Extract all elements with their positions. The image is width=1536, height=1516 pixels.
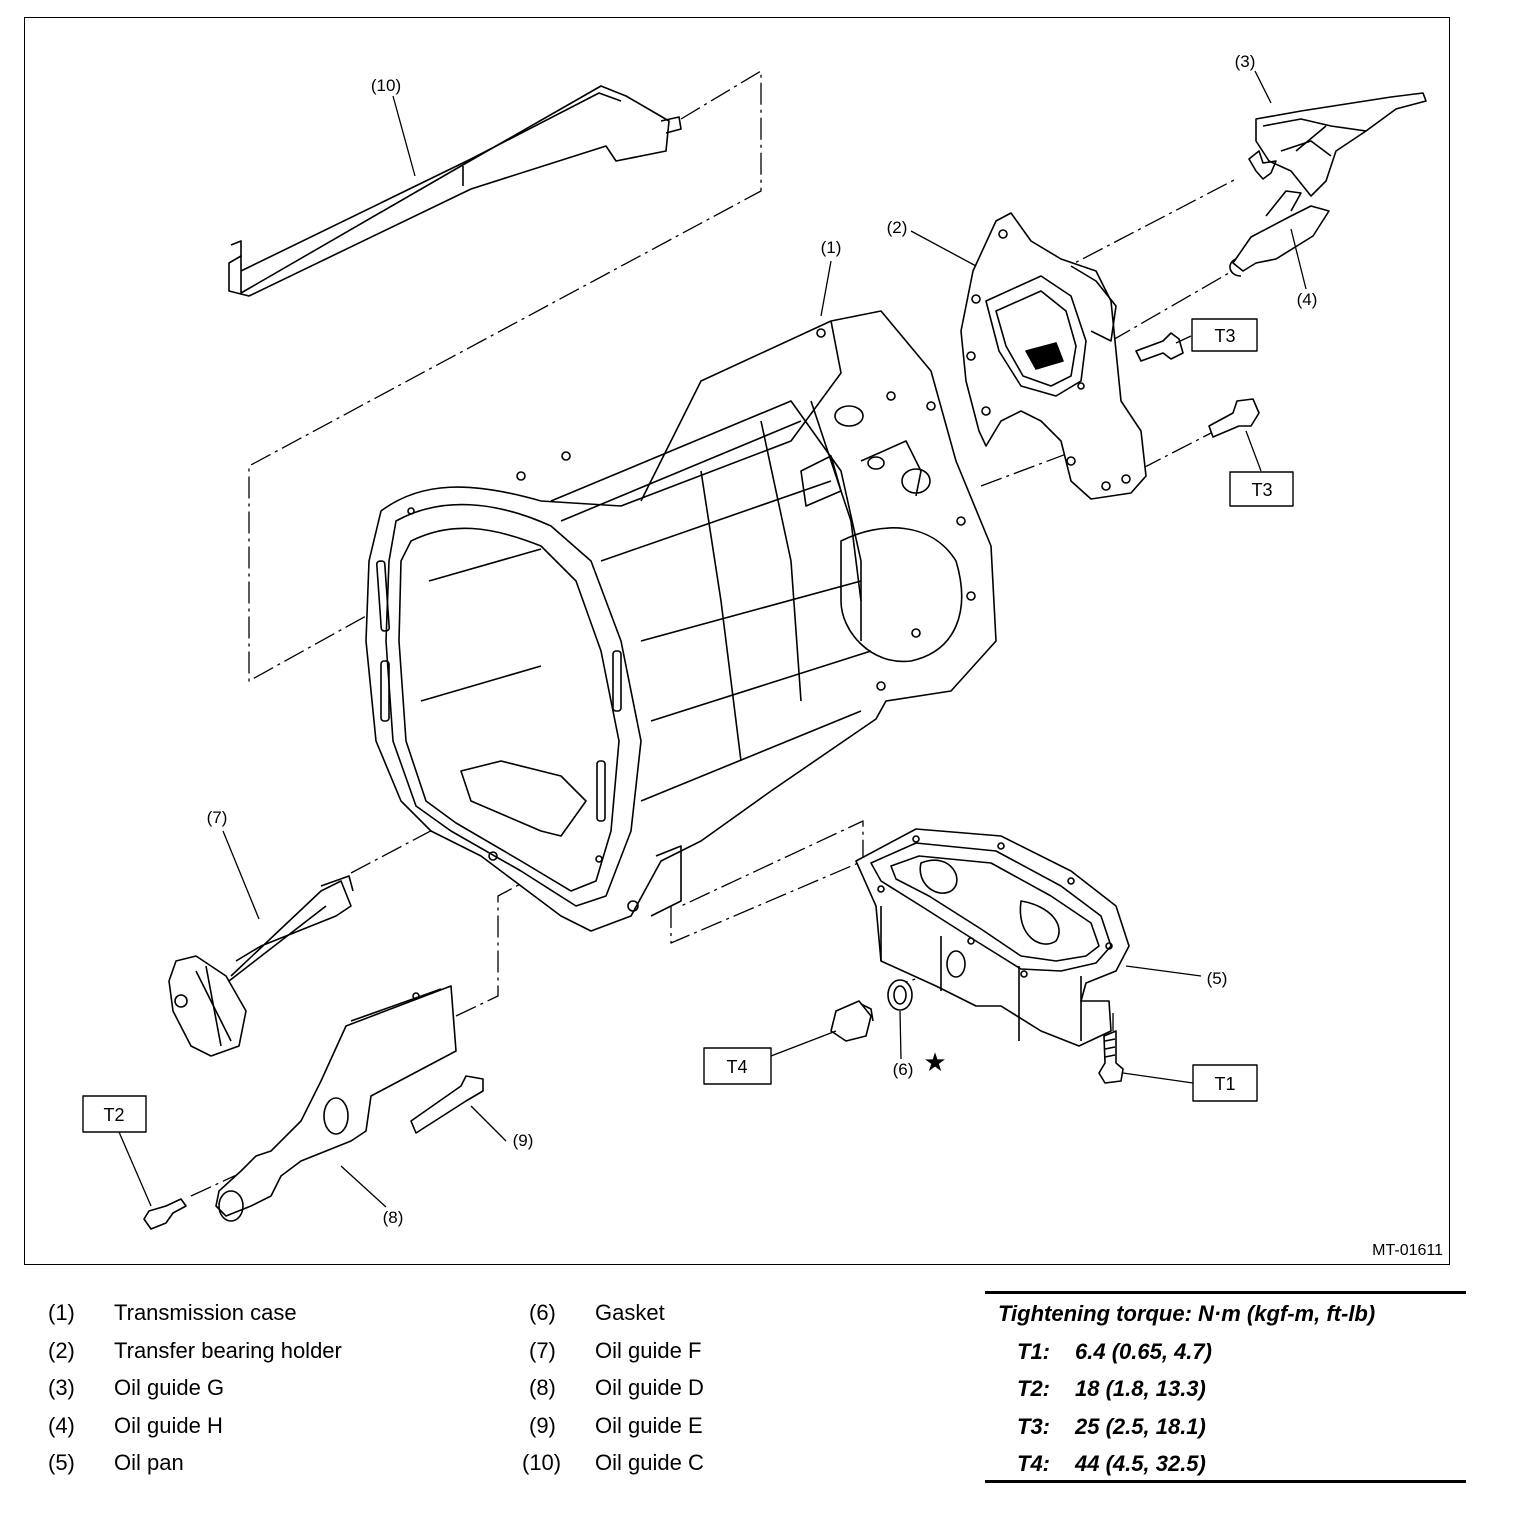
legend-name: Oil guide F (595, 1337, 702, 1363)
torque-tag-t4: T4 (726, 1057, 747, 1077)
oil-pan-bolt (1098, 1030, 1124, 1084)
oil-guide-f (168, 875, 354, 1057)
legend-number: (3) (48, 1375, 75, 1400)
legend-item: (2) Transfer bearing holder (48, 1332, 342, 1370)
legend-name: Oil guide C (595, 1450, 704, 1475)
torque-tags: T3 T3 T4 T1 T2 (82, 318, 1294, 1133)
torque-tag-t2: T2 (103, 1105, 124, 1125)
torque-value: 44 (4.5, 32.5) (1075, 1451, 1206, 1476)
torque-row: T3: 25 (2.5, 18.1) (1017, 1414, 1206, 1440)
callout-6: (6) (893, 1060, 914, 1079)
legend-item: (3) Oil guide G (48, 1369, 342, 1407)
parts-legend-right: (6)Gasket (7)Oil guide F (8)Oil guide D … (522, 1294, 704, 1482)
legend-name: Oil pan (114, 1450, 184, 1475)
oil-guide-g (1248, 92, 1427, 197)
legend-item: (9) Oil guide E (522, 1407, 704, 1445)
legend-number: (2) (48, 1337, 75, 1363)
oil-guide-h (1229, 190, 1330, 277)
legend-number: (4) (48, 1412, 75, 1438)
torque-tag-t3-lower: T3 (1251, 480, 1272, 500)
legend-item: (10) Oil guide C (522, 1444, 704, 1482)
callout-3: (3) (1235, 52, 1256, 71)
new-part-star-icon: ★ (923, 1048, 946, 1078)
legend-name: Transfer bearing holder (114, 1337, 342, 1363)
legend-name: Oil guide E (595, 1412, 703, 1438)
torque-label: T2: (1017, 1376, 1050, 1401)
callout-5: (5) (1207, 969, 1228, 988)
torque-value: 25 (2.5, 18.1) (1075, 1414, 1206, 1439)
callout-1: (1) (821, 238, 842, 257)
torque-row: T4: 44 (4.5, 32.5) (1017, 1451, 1206, 1477)
callout-8: (8) (383, 1208, 404, 1227)
torque-value: 6.4 (0.65, 4.7) (1075, 1339, 1212, 1364)
leader-lines (118, 70, 1307, 1208)
legend-number: (9) (529, 1412, 556, 1438)
legend-number: (1) (48, 1300, 75, 1325)
oil-guide-d-bolt (143, 1198, 187, 1230)
torque-tag-t3-upper: T3 (1214, 326, 1235, 346)
legend-name: Oil guide D (595, 1375, 704, 1400)
torque-value: 18 (1.8, 13.3) (1075, 1376, 1206, 1401)
parts-legend-left: (1) Transmission case (2) Transfer bearing… (48, 1294, 342, 1482)
torque-label: T4: (1017, 1451, 1050, 1476)
legend-item: (1) Transmission case (48, 1294, 342, 1332)
oil-guide-d (215, 985, 457, 1222)
legend-number: (6) (529, 1300, 556, 1325)
gasket-and-drain-plug (830, 979, 913, 1042)
torque-tag-t1: T1 (1214, 1074, 1235, 1094)
callout-4: (4) (1297, 290, 1318, 309)
legend-name: Oil guide G (114, 1375, 225, 1400)
legend-name: Gasket (595, 1300, 665, 1325)
legend-name: Transmission case (114, 1300, 297, 1325)
oil-guide-e (410, 1075, 484, 1134)
transmission-case (365, 310, 997, 932)
figure-id: MT-01611 (1372, 1242, 1443, 1259)
torque-row: T1: 6.4 (0.65, 4.7) (1017, 1339, 1212, 1365)
oil-pan (855, 828, 1130, 1047)
legend-item: (8) Oil guide D (522, 1369, 704, 1407)
legend-number: (8) (529, 1375, 556, 1400)
transfer-holder-bolts (1135, 332, 1260, 438)
callout-9: (9) (513, 1131, 534, 1150)
legend-item: (5) Oil pan (48, 1444, 342, 1482)
diagram-frame: (1) (2) (3) (4) (5) (6) (7) (8) (9) (10)… (24, 17, 1450, 1265)
legend-name: Oil guide H (114, 1412, 223, 1438)
legend-item: (4) Oil guide H (48, 1407, 342, 1445)
legend-number: (5) (48, 1450, 75, 1475)
callout-labels: (1) (2) (3) (4) (5) (6) (7) (8) (9) (10)… (207, 52, 1318, 1227)
callout-7: (7) (207, 808, 228, 827)
tightening-torque-table: Tightening torque: N·m (kgf-m, ft-lb) T1… (985, 1291, 1466, 1483)
callout-10: (10) (371, 76, 401, 95)
legend-number: (10) (522, 1450, 562, 1475)
transfer-bearing-holder (960, 212, 1147, 500)
torque-label: T3: (1017, 1414, 1050, 1439)
legend-item: (6) Gasket (522, 1294, 704, 1332)
oil-guide-c (228, 85, 682, 297)
exploded-view-drawing: (1) (2) (3) (4) (5) (6) (7) (8) (9) (10)… (82, 52, 1427, 1230)
legend-number: (7) (529, 1337, 556, 1363)
legend-item: (7) Oil guide F (522, 1332, 704, 1370)
torque-row: T2: 18 (1.8, 13.3) (1017, 1376, 1206, 1402)
torque-table-title: Tightening torque: N·m (kgf-m, ft-lb) (998, 1301, 1376, 1326)
torque-label: T1: (1017, 1339, 1050, 1364)
callout-2: (2) (887, 218, 908, 237)
